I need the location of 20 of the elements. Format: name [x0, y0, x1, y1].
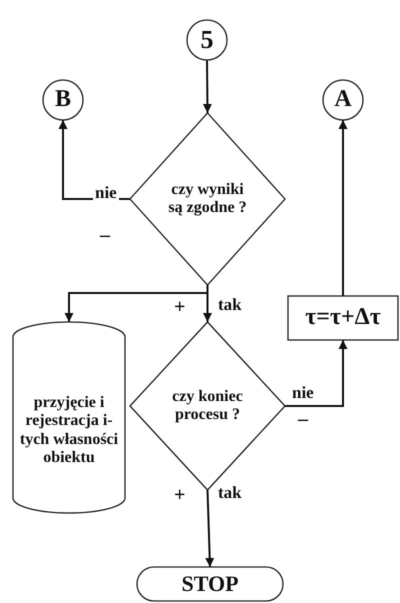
connector-circle	[323, 80, 363, 120]
connector-circle	[43, 80, 83, 120]
storage-cylinder	[13, 322, 125, 513]
node-text: 5	[200, 25, 214, 55]
arrow	[202, 60, 212, 114]
node-text: τ=τ+Δτ	[305, 304, 381, 332]
node-text: czy koniec procesu ?	[171, 388, 244, 424]
node-text: przyjęcie i rejestracja i-tych własności obiektu	[18, 394, 120, 468]
arrow	[338, 120, 348, 296]
process-box	[288, 296, 398, 340]
arrow	[285, 340, 348, 407]
connector-circle	[187, 20, 227, 60]
node-text: A	[334, 86, 352, 114]
decision-diamond	[130, 113, 285, 285]
node-text: B	[54, 86, 71, 114]
node-text: STOP	[181, 571, 239, 597]
arrow	[205, 490, 214, 568]
edge-label: nie	[93, 184, 119, 203]
terminator-box	[137, 567, 283, 601]
node-text: czy wyniki są zgodne ?	[168, 180, 248, 218]
